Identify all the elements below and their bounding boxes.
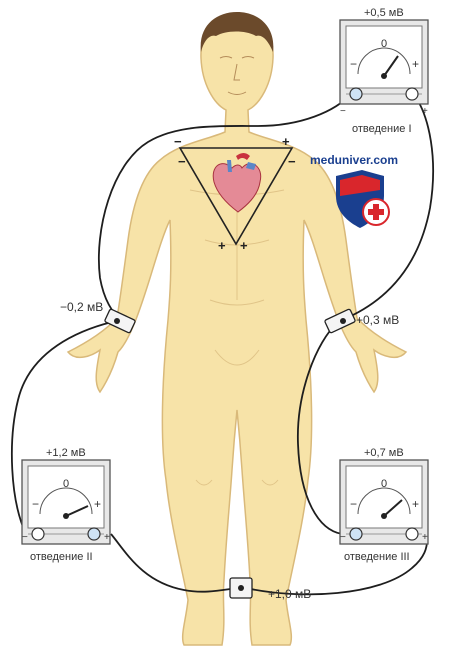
electrode-clip-icon xyxy=(104,308,136,334)
galvanometer-lead-II: +1,2 мВ 0 − + − + отведение II xyxy=(21,447,111,563)
face-features xyxy=(219,56,255,95)
wire-lead-I-to-left-arm xyxy=(341,92,435,321)
lead-I-term-plus: + xyxy=(422,106,428,117)
triangle-sign-left-minus: − xyxy=(178,154,186,169)
lead-III-minus: − xyxy=(350,497,357,511)
electrode-clip-icon xyxy=(324,308,356,334)
lead-II-term-plus: + xyxy=(104,532,110,543)
triangle-sign-right-minus: − xyxy=(288,154,296,169)
brand-watermark: meduniver.com xyxy=(310,153,398,228)
lead-II-minus: − xyxy=(32,497,39,511)
lead-wires xyxy=(10,92,435,596)
einthoven-triangle: − + − − + + xyxy=(174,134,296,253)
wire-right-arm-to-lead-I xyxy=(98,92,353,323)
triangle-sign-top-right: + xyxy=(282,134,290,149)
hair xyxy=(200,12,274,52)
wire-left-arm-to-lead-III xyxy=(297,321,343,535)
shield-cross-icon xyxy=(336,170,390,228)
electrode-right-arm-voltage: −0,2 мВ xyxy=(60,300,103,314)
lead-III-plus: + xyxy=(412,497,419,511)
lead-I-plus: + xyxy=(412,57,419,71)
lead-II-term-minus: − xyxy=(22,532,28,543)
electrode-left-leg: +1,0 мВ xyxy=(229,577,311,601)
triangle-sign-bottom-left: + xyxy=(218,238,226,253)
lead-I-label: отведение I xyxy=(352,123,412,135)
galvanometer-lead-I: +0,5 мВ 0 − + − + отведение I xyxy=(339,7,429,135)
galvanometer-icon xyxy=(21,459,111,545)
wire-right-arm-to-lead-II xyxy=(10,321,113,535)
lead-III-term-plus: + xyxy=(422,532,428,543)
lead-I-term-minus: − xyxy=(340,106,346,117)
lead-I-zero: 0 xyxy=(381,38,387,50)
human-figure xyxy=(66,12,408,646)
electrode-clip-icon xyxy=(229,577,253,599)
triangle-sign-top-left: − xyxy=(174,134,182,149)
lead-II-plus: + xyxy=(94,497,101,511)
electrode-left-arm: +0,3 мВ xyxy=(324,308,399,334)
electrode-left-arm-voltage: +0,3 мВ xyxy=(356,313,399,327)
lead-II-label: отведение II xyxy=(30,551,93,563)
galvanometer-lead-III: +0,7 мВ 0 − + − + отведение III xyxy=(339,447,429,563)
lead-III-zero: 0 xyxy=(381,478,387,490)
galvanometer-icon xyxy=(339,19,429,105)
wire-left-leg-to-lead-III xyxy=(245,535,429,596)
lead-III-label: отведение III xyxy=(344,551,410,563)
electrode-right-arm: −0,2 мВ xyxy=(60,300,136,334)
body-silhouette xyxy=(66,13,408,646)
lead-III-term-minus: − xyxy=(340,532,346,543)
galvanometer-icon xyxy=(339,459,429,545)
lead-I-minus: − xyxy=(350,57,357,71)
lead-I-voltage: +0,5 мВ xyxy=(364,7,404,19)
lead-II-voltage: +1,2 мВ xyxy=(46,447,86,459)
triangle-sign-bottom-right: + xyxy=(240,238,248,253)
brand-site: meduniver.com xyxy=(310,153,398,167)
lead-III-voltage: +0,7 мВ xyxy=(364,447,404,459)
electrode-left-leg-voltage: +1,0 мВ xyxy=(268,587,311,601)
heart-icon xyxy=(212,153,262,213)
wire-lead-II-to-left-leg xyxy=(110,533,239,593)
lead-II-zero: 0 xyxy=(63,478,69,490)
